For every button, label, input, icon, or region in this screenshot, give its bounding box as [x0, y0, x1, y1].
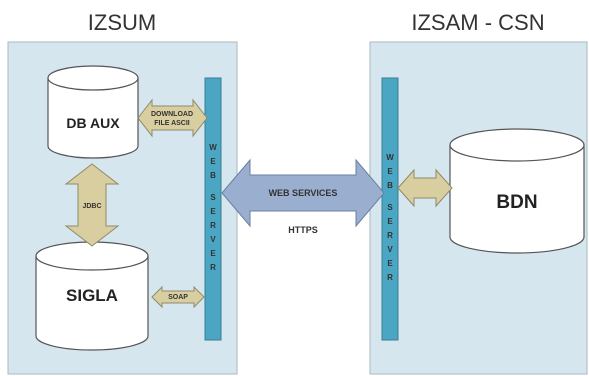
- izsam-web-server: [381, 77, 399, 341]
- sigla-label: SIGLA: [66, 286, 118, 305]
- web-server-letter: V: [210, 235, 216, 244]
- web-server-letter: E: [387, 217, 393, 226]
- web-server-letter: W: [209, 143, 217, 152]
- jdbc-label: JDBC: [82, 203, 101, 210]
- bdn-connection-arrow: [397, 168, 453, 208]
- web-server-letter: E: [387, 259, 393, 268]
- sigla-database: SIGLA: [35, 241, 149, 351]
- soap-label: SOAP: [168, 294, 188, 301]
- izsam-csn-title: IZSAM - CSN: [411, 10, 544, 35]
- izsum-title: IZSUM: [88, 10, 156, 35]
- web-server-letter: R: [210, 221, 216, 230]
- web-server-letter: E: [210, 157, 216, 166]
- web-server-letter: E: [387, 167, 393, 176]
- web-server-letter: S: [210, 193, 216, 202]
- web-server-letter: R: [387, 273, 393, 282]
- web-services-arrow: WEB SERVICES: [221, 158, 385, 228]
- download-label: DOWNLOAD: [151, 111, 193, 118]
- web-server-letter: W: [386, 153, 394, 162]
- web-server-letter: E: [210, 249, 216, 258]
- db-aux-database: DB AUX: [47, 65, 139, 159]
- web-server-letter: S: [387, 203, 393, 212]
- bdn-label: BDN: [496, 192, 537, 213]
- download-file-ascii-arrow: DOWNLOAD FILE ASCII: [137, 98, 208, 138]
- web-server-letter: R: [210, 263, 216, 272]
- web-server-letter: V: [387, 245, 393, 254]
- jdbc-arrow: JDBC: [64, 163, 120, 247]
- soap-arrow: SOAP: [151, 285, 205, 309]
- web-server-letter: B: [387, 181, 393, 190]
- db-aux-label: DB AUX: [66, 115, 120, 131]
- web-server-letter: R: [387, 231, 393, 240]
- web-server-letter: E: [210, 207, 216, 216]
- file-ascii-label: FILE ASCII: [154, 120, 190, 127]
- web-server-letter: B: [210, 171, 216, 180]
- bdn-database: BDN: [449, 128, 585, 254]
- https-label: HTTPS: [288, 225, 318, 235]
- izsum-web-server: [204, 77, 222, 341]
- web-services-label: WEB SERVICES: [269, 188, 338, 198]
